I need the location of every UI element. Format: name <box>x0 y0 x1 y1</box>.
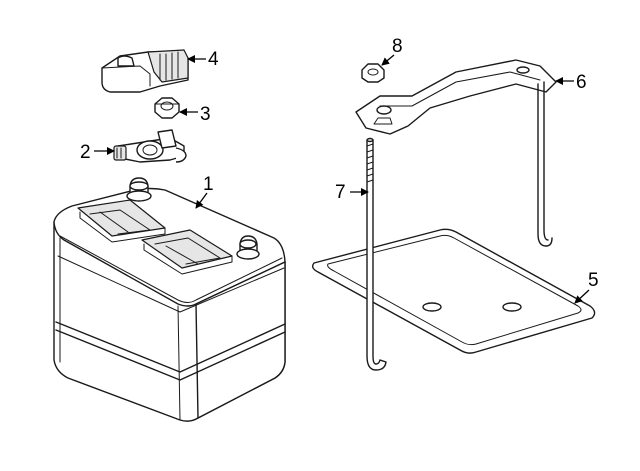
callout-number: 2 <box>80 142 91 163</box>
terminal-cover-illustration <box>101 49 189 93</box>
callout-4: 4 <box>187 49 219 70</box>
callout-1: 1 <box>195 174 214 209</box>
callout-5: 5 <box>574 270 599 304</box>
battery-tray-illustration <box>311 228 596 354</box>
callout-6: 6 <box>555 72 587 93</box>
callout-number: 5 <box>588 270 599 291</box>
callout-number: 4 <box>208 49 219 70</box>
callout-number: 1 <box>203 174 214 195</box>
callout-2: 2 <box>80 142 115 163</box>
callout-number: 7 <box>335 182 346 203</box>
callout-number: 6 <box>576 72 587 93</box>
leader-arrow <box>381 54 395 66</box>
hold-down-bracket-illustration <box>355 59 557 247</box>
callout-3: 3 <box>179 104 211 125</box>
terminal-nut-illustration <box>154 97 180 119</box>
j-bolt-illustration <box>366 137 387 371</box>
bracket-nut-illustration <box>361 63 385 83</box>
terminal-clamp-illustration <box>113 129 187 163</box>
leader-arrow <box>195 192 208 209</box>
callout-8: 8 <box>381 36 403 66</box>
battery-illustration <box>53 177 286 422</box>
leader-arrow <box>574 289 590 304</box>
callout-number: 8 <box>392 36 403 57</box>
callout-7: 7 <box>335 182 369 203</box>
callout-number: 3 <box>200 104 211 125</box>
